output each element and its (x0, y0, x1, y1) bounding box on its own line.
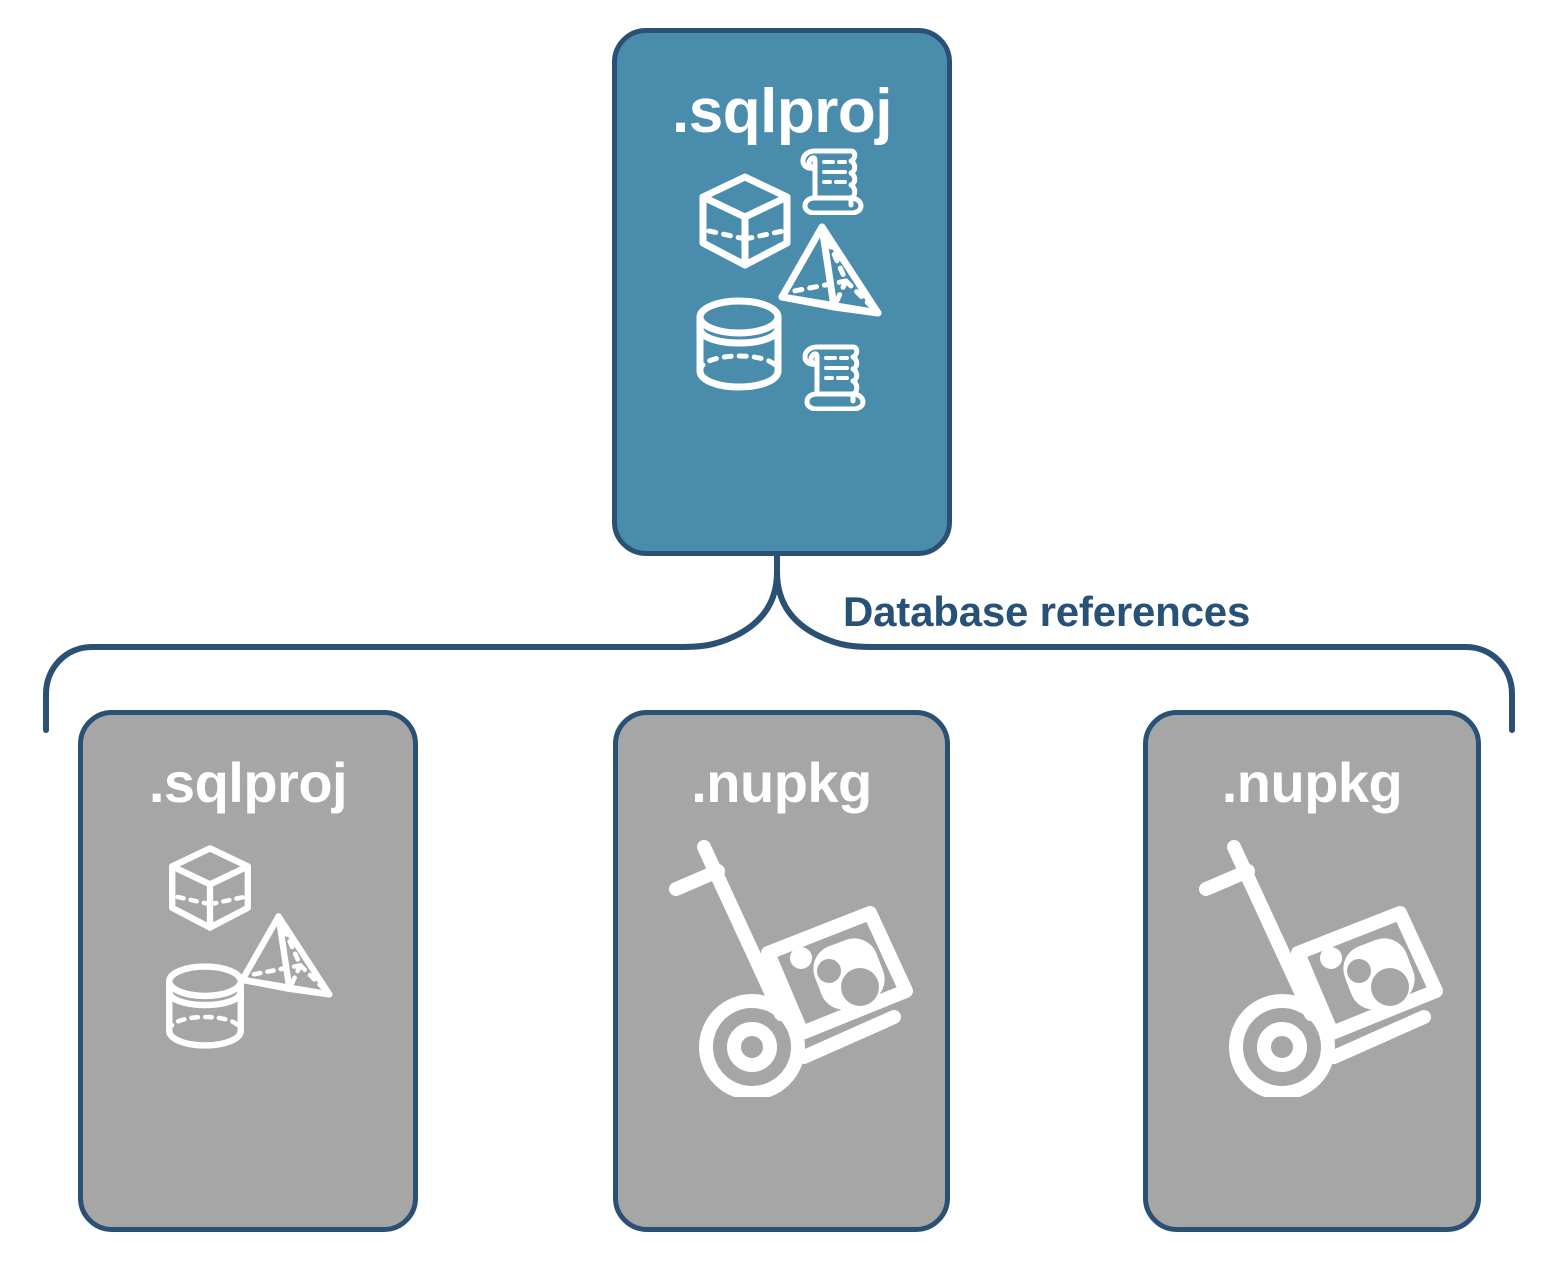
card-child-sqlproj[interactable]: .sqlproj (78, 710, 418, 1232)
card-title: .nupkg (691, 751, 872, 814)
card-icon-group (83, 811, 413, 1227)
cylinder-icon (691, 295, 787, 398)
card-title: .sqlproj (148, 751, 348, 814)
nuget-package-handtruck-icon (656, 829, 924, 1102)
card-icon-group (1148, 811, 1476, 1227)
cube-icon (163, 843, 257, 938)
card-icon-group (618, 811, 945, 1227)
nuget-package-handtruck-icon (1186, 829, 1454, 1102)
card-title: .nupkg (1221, 751, 1403, 814)
card-root-sqlproj[interactable]: .sqlproj (612, 28, 952, 556)
card-icon-group (617, 143, 947, 551)
pyramid-icon (233, 911, 335, 1012)
card-title: .sqlproj (672, 77, 892, 146)
cylinder-icon (161, 961, 249, 1056)
pyramid-icon (772, 221, 884, 332)
scroll-icon (797, 339, 867, 416)
connector-label: Database references (843, 588, 1251, 635)
scroll-icon (795, 143, 865, 220)
card-child-nupkg-2[interactable]: .nupkg (1143, 710, 1481, 1232)
cube-icon (693, 171, 797, 276)
card-child-nupkg-1[interactable]: .nupkg (613, 710, 950, 1232)
